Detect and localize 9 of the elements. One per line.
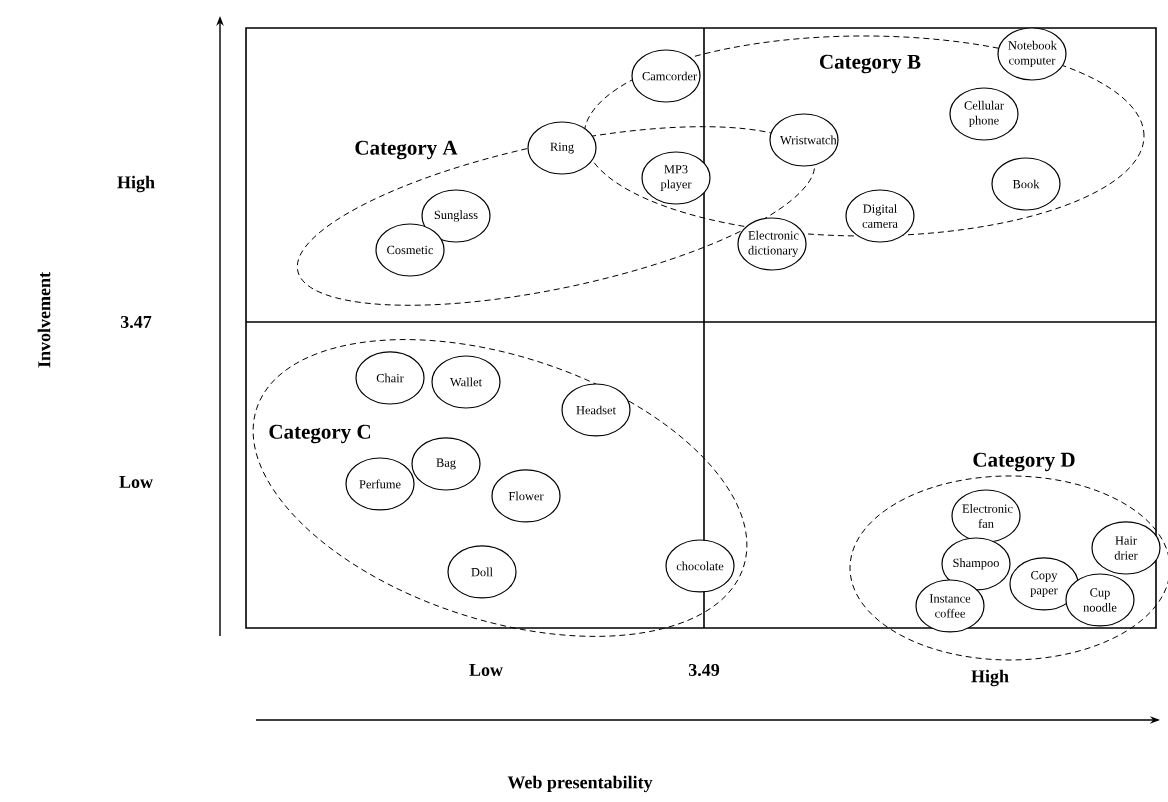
node-label: Category D (973, 452, 1075, 472)
axis-label: Low (469, 664, 503, 676)
axis-title: Web presentability (507, 775, 653, 793)
axis-label: High (971, 669, 1009, 687)
axis-label: High (117, 175, 155, 193)
axis-title: Involvement (37, 272, 51, 368)
axis-label: 3.49 (688, 663, 720, 677)
axis-label: Low (119, 476, 153, 488)
axis-label: 3.47 (120, 315, 152, 329)
